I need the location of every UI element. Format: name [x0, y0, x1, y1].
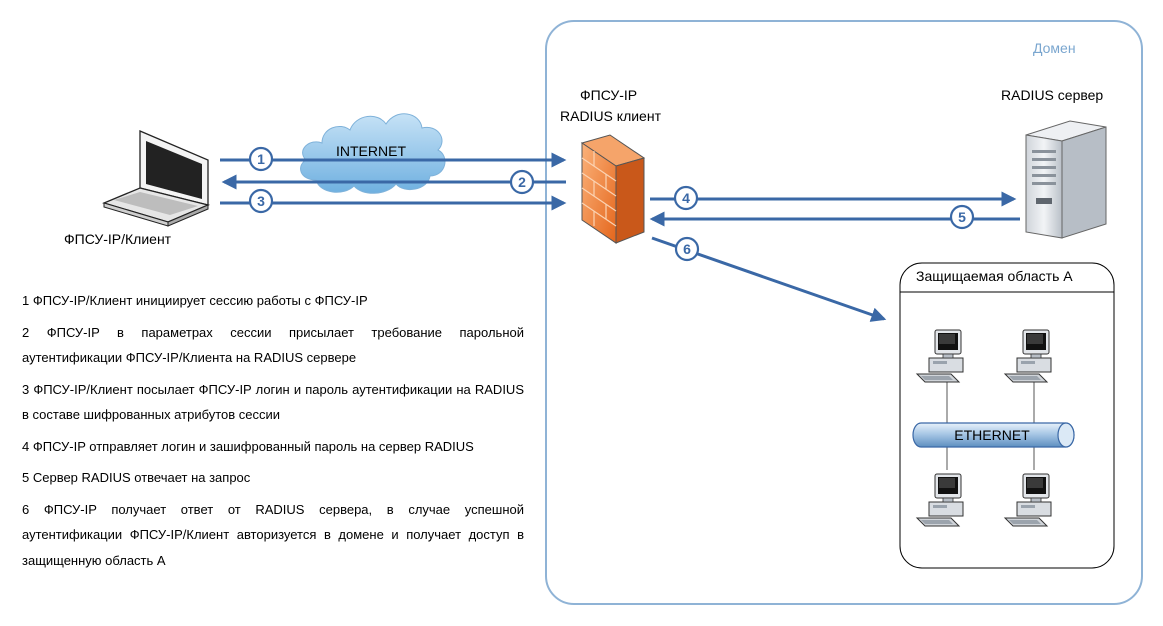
- workstation-icon: [1004, 473, 1052, 527]
- step-description-2: 2 ФПСУ-IP в параметрах сессии присылает …: [22, 324, 524, 366]
- step-legend: 1 ФПСУ-IP/Клиент инициирует сессию работ…: [22, 288, 524, 579]
- step-badge-5: [949, 204, 975, 230]
- radius-client-label-line1: ФПСУ-IP: [580, 87, 638, 103]
- workstation-icon: [1004, 329, 1052, 383]
- laptop-icon: [102, 130, 211, 227]
- step-description-3: 3 ФПСУ-IP/Клиент посылает ФПСУ-IP логин …: [22, 381, 524, 423]
- cloud-icon: [300, 113, 446, 194]
- step-description-5: 5 Сервер RADIUS отвечает на запрос: [22, 470, 251, 485]
- step-badge-3: [248, 188, 274, 214]
- step-badge-label-5: 5: [958, 209, 966, 225]
- step-badge-label-3: 3: [257, 193, 265, 209]
- step-description-1: 1 ФПСУ-IP/Клиент инициирует сессию работ…: [22, 293, 368, 308]
- client-label: ФПСУ-IP/Клиент: [64, 231, 172, 247]
- ethernet-label: ETHERNET: [954, 427, 1030, 443]
- step-badge-4: [673, 185, 699, 211]
- ethernet-bus: [912, 422, 1075, 448]
- internet-label: INTERNET: [336, 143, 406, 159]
- step-badge-2: [509, 169, 535, 195]
- step-badge-label-6: 6: [683, 241, 691, 257]
- workstation-icon: [916, 473, 964, 527]
- server-icon: [1025, 120, 1107, 239]
- step-description-4: 4 ФПСУ-IP отправляет логин и зашифрованн…: [22, 438, 474, 454]
- step-badge-label-4: 4: [682, 190, 690, 206]
- step-badge-label-1: 1: [257, 151, 265, 167]
- domain-title: Домен: [1033, 40, 1076, 56]
- step-badge-label-2: 2: [518, 174, 526, 190]
- step-badge-1: [248, 146, 274, 172]
- step-description-6: 6 ФПСУ-IP получает ответ от RADIUS серве…: [22, 501, 524, 568]
- radius-client-label-line2: RADIUS клиент: [560, 108, 661, 124]
- step-badge-6: [674, 236, 700, 262]
- domain-boundary: [545, 20, 1143, 605]
- protected-area-title: Защищаемая область А: [916, 268, 1073, 284]
- protected-area-boundary: [899, 262, 1115, 569]
- firewall-icon: [580, 134, 646, 244]
- radius-server-label: RADIUS сервер: [1001, 87, 1104, 103]
- workstation-icon: [916, 329, 964, 383]
